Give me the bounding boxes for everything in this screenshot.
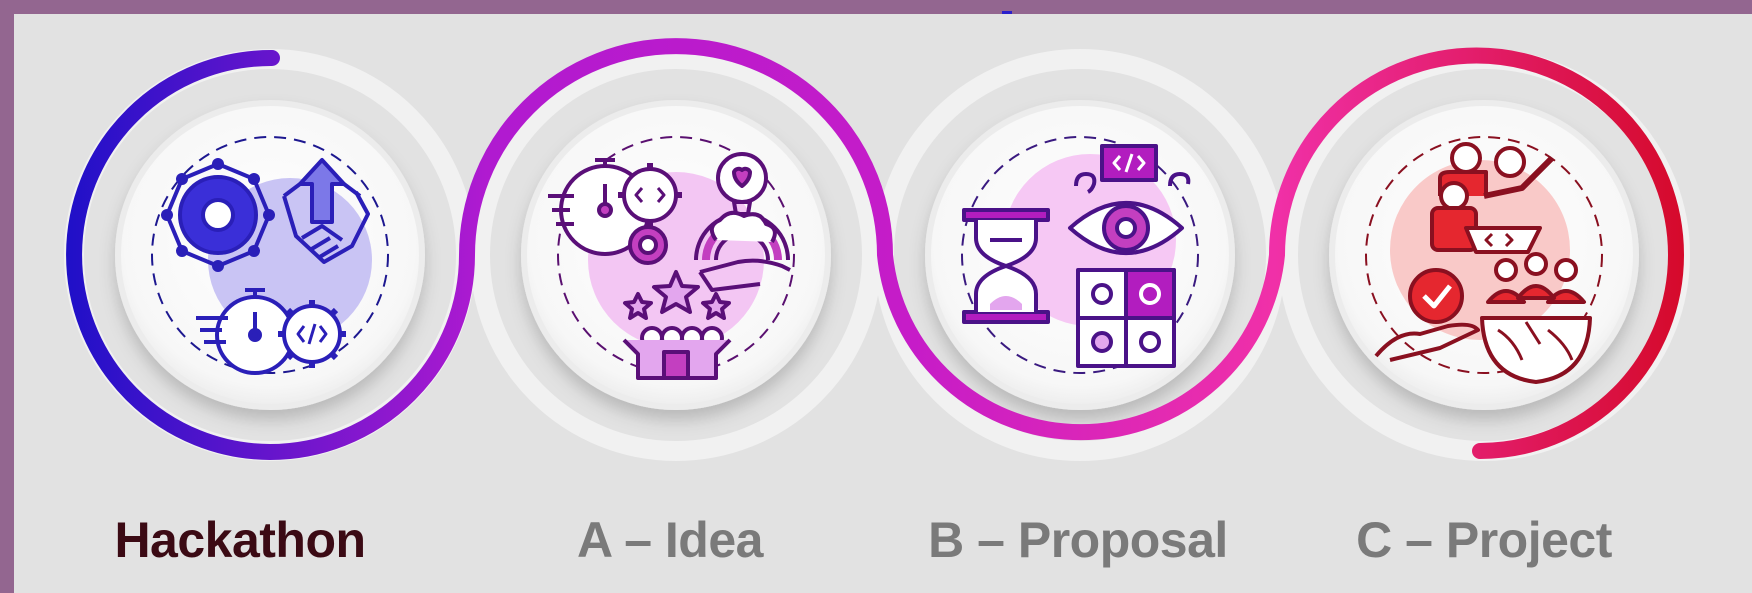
hackathon-collaboration-icon <box>161 158 370 375</box>
step-label-idea: A – Idea <box>577 512 763 568</box>
step-label-hackathon: Hackathon <box>114 512 366 568</box>
progress-wave <box>66 38 1685 461</box>
step-label-project: C – Project <box>1356 512 1612 568</box>
top-marker <box>1002 11 1012 14</box>
proposal-vision-icon <box>962 144 1191 368</box>
idea-brainstorm-icon <box>548 152 791 380</box>
top-frame-bar <box>0 0 1752 14</box>
project-team-icon <box>1374 142 1592 384</box>
step-label-proposal: B – Proposal <box>928 512 1228 568</box>
